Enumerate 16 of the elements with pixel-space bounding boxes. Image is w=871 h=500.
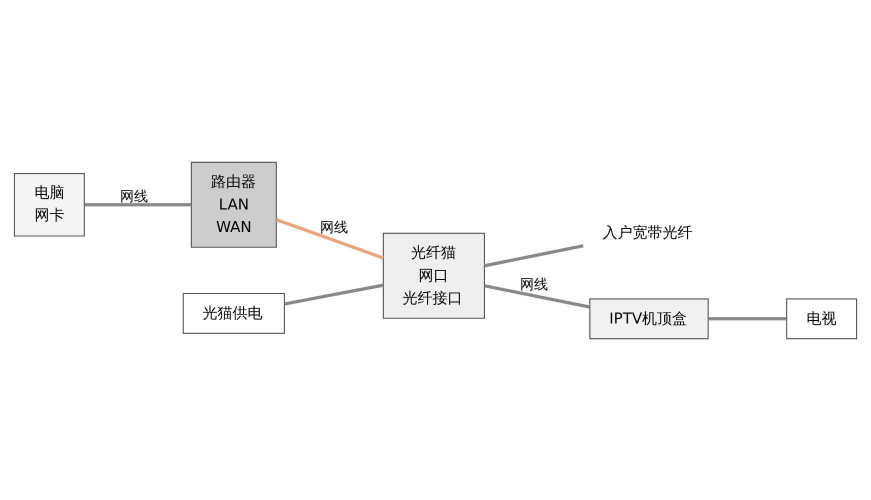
edge-label: 网线 (320, 220, 348, 236)
node-box: 路由器 LAN WAN (190, 161, 277, 248)
node-box: 电脑 网卡 (14, 172, 85, 236)
connector (484, 244, 584, 267)
node-text: 入户宽带光纤 (602, 222, 693, 241)
connector (276, 218, 384, 260)
edge-label: 网线 (120, 188, 148, 204)
connector (284, 283, 384, 305)
connector (708, 316, 786, 320)
node-box: 光猫供电 (182, 292, 285, 334)
node-box: 电视 (786, 298, 858, 339)
edge-label: 网线 (520, 276, 548, 293)
node-box: 光纤猫 网口 光纤接口 (382, 232, 485, 318)
connector (84, 202, 192, 206)
node-box: IPTV机顶盒 (589, 298, 709, 339)
connector (484, 284, 590, 308)
